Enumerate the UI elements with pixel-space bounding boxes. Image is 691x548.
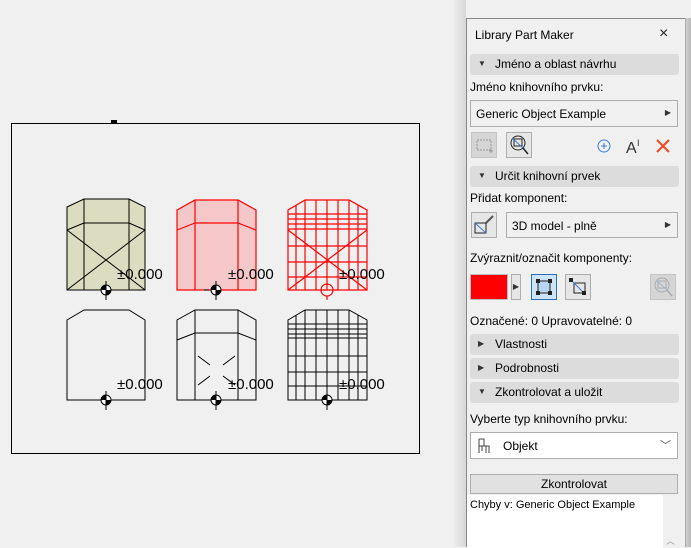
panel-shadow bbox=[452, 0, 466, 547]
preview-outline bbox=[66, 309, 146, 401]
section-properties[interactable]: ▶ Vlastnosti bbox=[470, 334, 679, 355]
elevation-label: ±0.000 bbox=[117, 266, 163, 283]
svg-text:A: A bbox=[626, 140, 637, 155]
section-label: Jméno a oblast návrhu bbox=[495, 57, 617, 71]
section-check-save[interactable]: ▼ Zkontrolovat a uložit bbox=[470, 382, 679, 403]
section-label: Určit knihovní prvek bbox=[495, 169, 601, 183]
name-label: Jméno knihovního prvku: bbox=[470, 80, 604, 94]
origin-marker bbox=[111, 120, 117, 123]
library-part-name-field[interactable]: Generic Object Example ▶ bbox=[470, 100, 678, 127]
section-label: Podrobnosti bbox=[495, 361, 560, 375]
line-select-icon bbox=[569, 278, 586, 295]
magnifier-icon bbox=[510, 135, 529, 155]
highlight-color-swatch[interactable] bbox=[470, 274, 508, 300]
hotspot-markers bbox=[100, 281, 333, 410]
svg-text:I: I bbox=[637, 138, 640, 148]
edit-components-button[interactable] bbox=[565, 274, 591, 300]
chevron-down-icon: ﹀ bbox=[660, 440, 671, 452]
panel-title: Library Part Maker bbox=[475, 28, 574, 42]
arrow-right-icon: ▶ bbox=[664, 220, 671, 229]
triangle-right-icon: ▶ bbox=[478, 363, 485, 372]
selection-status: Označené: 0 Upravovatelné: 0 bbox=[470, 314, 633, 328]
preview-highlighted-shaded bbox=[176, 199, 257, 291]
elevation-label: ±0.000 bbox=[339, 266, 385, 283]
zoom-components-button[interactable] bbox=[650, 274, 676, 300]
section-label: Zkontrolovat a uložit bbox=[495, 385, 603, 399]
preview-hidden-line bbox=[176, 309, 257, 401]
elevation-label: ±0.000 bbox=[339, 376, 385, 393]
triangle-right-icon: ▶ bbox=[478, 339, 485, 348]
preview-wireframe bbox=[287, 309, 368, 401]
magnifier-icon bbox=[654, 277, 673, 297]
marquee-icon bbox=[476, 139, 493, 153]
arrow-right-icon: ▶ bbox=[664, 108, 671, 117]
chair-icon bbox=[478, 438, 490, 453]
preview-highlighted-wireframe bbox=[287, 199, 368, 300]
component-type-field[interactable]: 3D model - plně ▶ bbox=[506, 212, 678, 238]
add-component-label: Přidat komponent: bbox=[470, 191, 568, 205]
component-value: 3D model - plně bbox=[512, 219, 597, 233]
bounding-box-icon bbox=[536, 279, 552, 295]
check-button[interactable]: Zkontrolovat bbox=[470, 474, 678, 494]
errors-text: Chyby v: Generic Object Example bbox=[470, 499, 636, 511]
zoom-to-area-button[interactable] bbox=[506, 132, 532, 158]
add-icon[interactable] bbox=[597, 139, 611, 153]
section-label: Vlastnosti bbox=[495, 337, 548, 351]
library-part-type-select[interactable]: Objekt ﹀ bbox=[470, 432, 678, 459]
scroll-up-icon[interactable]: ︿ bbox=[666, 536, 676, 546]
triangle-down-icon: ▼ bbox=[478, 387, 486, 396]
type-value: Objekt bbox=[503, 439, 538, 453]
triangle-down-icon: ▼ bbox=[478, 59, 486, 68]
color-dropdown-arrow[interactable]: ▶ bbox=[511, 274, 521, 300]
section-details[interactable]: ▶ Podrobnosti bbox=[470, 358, 679, 379]
panel-right-border bbox=[685, 18, 691, 547]
pick-pencil-icon bbox=[474, 215, 494, 234]
object-previews: ±0.000 ±0.000 ±0.000 ±0.000 ±0.000 ±0.00… bbox=[66, 198, 385, 410]
design-area-frame[interactable] bbox=[11, 123, 420, 454]
delete-icon[interactable] bbox=[656, 139, 670, 153]
section-define-part[interactable]: ▼ Určit knihovní prvek bbox=[470, 166, 679, 187]
triangle-down-icon: ▼ bbox=[478, 171, 486, 180]
type-label: Vyberte typ knihovního prvku: bbox=[470, 412, 628, 426]
preview-shaded bbox=[66, 198, 146, 291]
pick-component-button[interactable] bbox=[471, 212, 497, 238]
errors-list[interactable]: Chyby v: Generic Object Example bbox=[467, 495, 663, 548]
close-icon[interactable]: × bbox=[659, 25, 669, 42]
drawing-canvas[interactable]: ±0.000 ±0.000 ±0.000 ±0.000 ±0.000 ±0.00… bbox=[0, 0, 466, 547]
elevation-label: ±0.000 bbox=[228, 376, 274, 393]
elevation-label: ±0.000 bbox=[117, 376, 163, 393]
library-part-maker-panel: Library Part Maker × ▼ Jméno a oblast ná… bbox=[466, 18, 691, 548]
elevation-label: ±0.000 bbox=[228, 266, 274, 283]
name-value: Generic Object Example bbox=[476, 107, 607, 121]
section-name-area[interactable]: ▼ Jméno a oblast návrhu bbox=[470, 54, 679, 75]
select-area-button[interactable] bbox=[471, 132, 497, 158]
highlight-label: Zvýraznit/označit komponenty: bbox=[470, 251, 633, 265]
select-components-button[interactable] bbox=[531, 274, 557, 300]
